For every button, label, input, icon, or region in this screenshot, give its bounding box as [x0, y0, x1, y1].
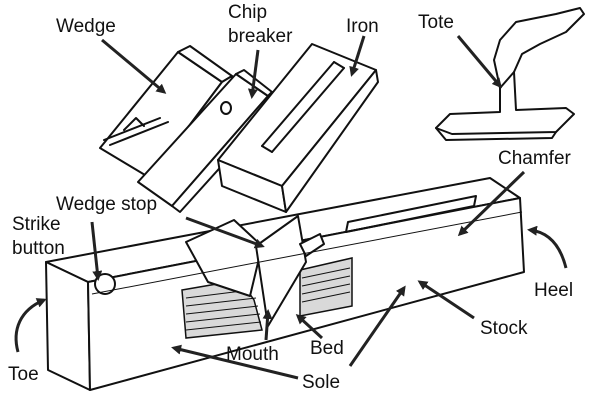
label-chip-breaker-line1: Chip [228, 2, 267, 23]
pointer-arrows [14, 35, 568, 380]
label-iron: Iron [346, 16, 379, 37]
arrow-heel [527, 225, 568, 269]
arrow-sole-1 [171, 344, 299, 380]
label-chamfer: Chamfer [498, 148, 572, 169]
label-heel: Heel [534, 280, 573, 301]
arrow-wedge-stop [185, 216, 265, 249]
arrow-chamfer [457, 170, 526, 237]
label-toe: Toe [8, 364, 39, 385]
label-stock: Stock [480, 318, 528, 339]
label-sole: Sole [302, 372, 340, 393]
arrow-strike-button [90, 221, 103, 281]
plane-body [45, 177, 525, 391]
label-tote: Tote [418, 12, 454, 33]
arrow-bed [295, 313, 324, 340]
arrow-stock [417, 280, 475, 320]
arrow-wedge [101, 38, 167, 94]
arrow-tote [456, 35, 502, 89]
label-strike-button-line2: button [12, 238, 65, 259]
iron-part [217, 43, 379, 213]
arrow-chip-breaker [247, 49, 260, 99]
arrow-toe [14, 298, 47, 353]
labels: Wedge Chip breaker Iron Tote Chamfer Wed… [8, 2, 573, 393]
tote-part [435, 7, 585, 141]
label-bed: Bed [310, 338, 344, 359]
arrow-mouth [262, 309, 273, 341]
label-wedge: Wedge [56, 16, 116, 37]
arrow-sole-2 [348, 285, 406, 367]
label-strike-button-line1: Strike [12, 214, 61, 235]
label-chip-breaker-line2: breaker [228, 26, 293, 47]
label-wedge-stop: Wedge stop [56, 194, 157, 215]
arrow-iron [349, 35, 366, 77]
label-mouth: Mouth [226, 344, 279, 365]
